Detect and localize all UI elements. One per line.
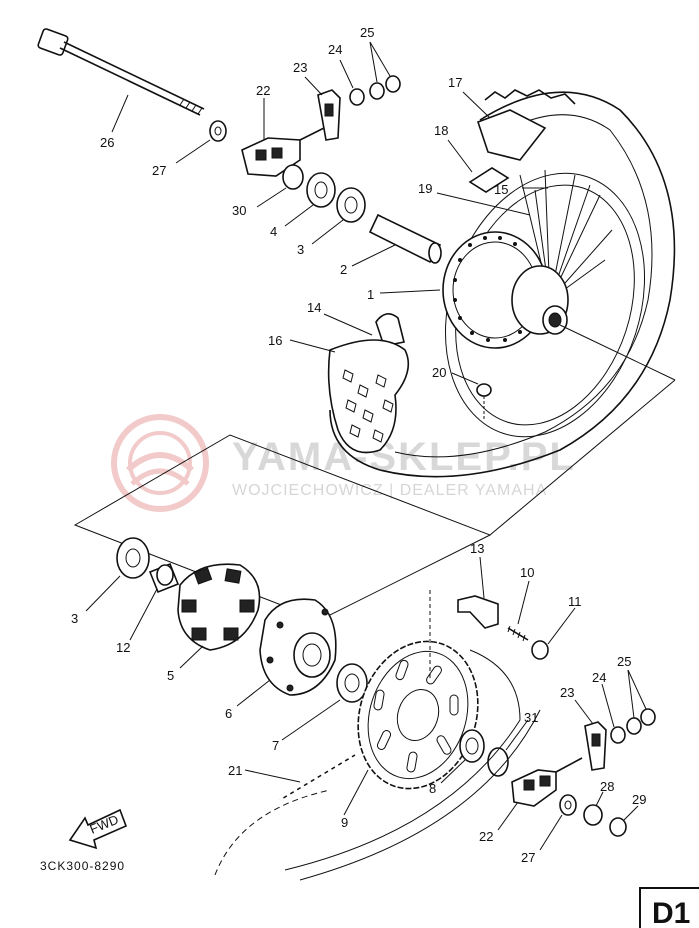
label-part-18: 18: [434, 123, 448, 138]
label-part-19: 19: [418, 181, 432, 196]
watermark-logo: [111, 414, 209, 512]
label-part-6: 6: [225, 706, 232, 721]
watermark-subtitle: WOJCIECHOWICZ | DEALER YAMAHA: [232, 482, 547, 499]
leader-lines: [85, 41, 647, 851]
nut-25b-upper: [385, 75, 401, 93]
rim-lock: [468, 167, 510, 193]
adjuster-plate-upper: [317, 89, 341, 141]
valve-cap: [476, 383, 492, 420]
label-part-5: 5: [167, 668, 174, 683]
oil-seal: [459, 729, 485, 763]
label-part-3-lower: 3: [71, 611, 78, 626]
bearing-7: [336, 663, 368, 703]
label-part-17: 17: [448, 75, 462, 90]
label-part-11: 11: [568, 594, 582, 609]
nut-24-lower: [610, 726, 626, 744]
hub-damper: [177, 563, 261, 651]
label-part-27-upper: 27: [152, 163, 166, 178]
label-part-13: 13: [470, 541, 484, 556]
label-part-10: 10: [520, 565, 534, 580]
label-part-29: 29: [632, 792, 646, 807]
forward-arrow-icon: FWD: [68, 808, 128, 850]
label-part-1: 1: [367, 287, 374, 302]
nut-24-upper: [349, 88, 365, 106]
adjuster-plate-lower: [584, 721, 607, 771]
part-number-labels: 26 27 22 23 24 25 30 4 3 2 1 17 18 15 19…: [71, 25, 646, 865]
chain-adjuster-lower: [511, 757, 583, 807]
label-part-25-lower: 25: [617, 654, 631, 669]
rear-sprocket: [357, 640, 479, 790]
label-part-26: 26: [100, 135, 114, 150]
label-part-16: 16: [268, 333, 282, 348]
label-part-24-upper: 24: [328, 42, 342, 57]
label-part-23-lower: 23: [560, 685, 574, 700]
bolt-10: [507, 625, 529, 642]
page-tag-text: D1: [652, 897, 690, 928]
watermark-brand: YAMA-SKLEP.PL: [232, 435, 576, 479]
label-part-12: 12: [116, 640, 130, 655]
collar: [282, 164, 304, 190]
label-part-14: 14: [307, 300, 321, 315]
bearing-3-lower: [116, 537, 150, 579]
label-part-31: 31: [524, 710, 538, 725]
axle: [37, 28, 205, 116]
drive-chain: [214, 649, 541, 881]
label-part-2: 2: [340, 262, 347, 277]
label-part-8: 8: [429, 781, 436, 796]
nut-11: [531, 640, 549, 660]
label-part-30: 30: [232, 203, 246, 218]
label-part-7: 7: [272, 738, 279, 753]
nut-29: [609, 817, 627, 837]
label-part-23-upper: 23: [293, 60, 307, 75]
tube: [375, 313, 405, 347]
washer-upper: [209, 120, 227, 142]
chain-adjuster-upper: [241, 127, 325, 177]
label-part-20: 20: [432, 365, 446, 380]
label-part-9: 9: [341, 815, 348, 830]
nut-25b-lower: [640, 708, 656, 726]
nut-25a-upper: [369, 82, 385, 100]
nut-25a-lower: [626, 717, 642, 735]
bearing-3-upper: [336, 187, 366, 223]
label-part-27-lower: 27: [521, 850, 535, 865]
bearing-4: [306, 172, 336, 208]
label-part-22-lower: 22: [479, 829, 493, 844]
label-part-21: 21: [228, 763, 242, 778]
label-part-28: 28: [600, 779, 614, 794]
sprocket-hub: [259, 598, 337, 696]
label-part-15: 15: [494, 182, 508, 197]
chain-puller-13: [429, 590, 499, 680]
rim-band: [476, 109, 547, 161]
page-tag: D1: [639, 887, 699, 928]
nut-28: [583, 804, 603, 826]
label-part-24-lower: 24: [592, 670, 606, 685]
label-part-4: 4: [270, 224, 277, 239]
label-part-25-upper: 25: [360, 25, 374, 40]
watermark: YAMA-SKLEP.PL WOJCIECHOWICZ | DEALER YAM…: [111, 414, 576, 512]
drawing-code: 3CK300-8290: [40, 859, 125, 873]
tire: [327, 339, 410, 454]
label-part-22-upper: 22: [256, 83, 270, 98]
label-part-3-upper: 3: [297, 242, 304, 257]
spacer: [368, 213, 442, 264]
collar-12: [148, 562, 180, 594]
washer-lower: [559, 794, 577, 816]
